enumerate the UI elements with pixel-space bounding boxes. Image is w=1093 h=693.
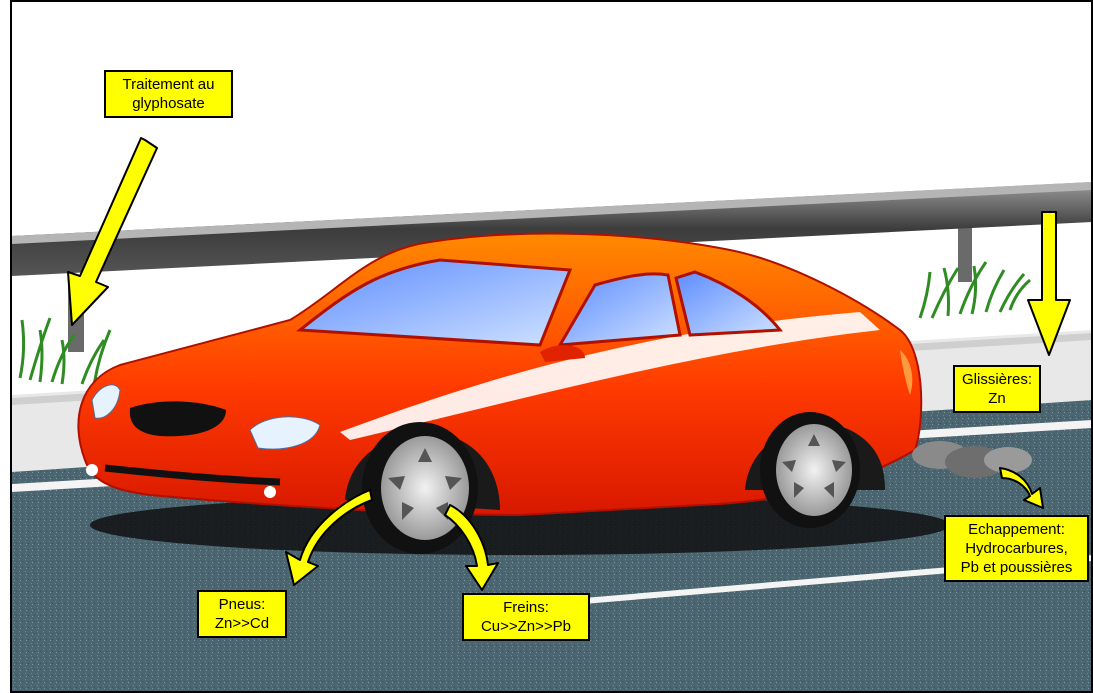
label-pneus: Pneus: Zn>>Cd <box>197 590 287 638</box>
label-glissieres: Glissières: Zn <box>953 365 1041 413</box>
label-echappement-line3: Pb et poussières <box>960 559 1073 576</box>
front-wheel <box>362 422 478 554</box>
car-shadow <box>90 495 950 555</box>
label-glyphosate-line1: Traitement au <box>122 76 215 93</box>
label-glissieres-line2: Zn <box>988 390 1006 407</box>
label-pneus-line1: Pneus: <box>218 596 266 613</box>
rear-wheel <box>760 412 860 528</box>
label-pneus-line2: Zn>>Cd <box>214 615 270 632</box>
exhaust-smoke <box>912 441 1032 478</box>
label-freins: Freins: Cu>>Zn>>Pb <box>462 593 590 641</box>
grass-tuft-right <box>918 261 1031 319</box>
label-glyphosate: Traitement au glyphosate <box>104 70 233 118</box>
frame-border <box>10 0 1093 693</box>
label-freins-line1: Freins: <box>503 599 549 616</box>
label-echappement: Echappement: Hydrocarbures, Pb et poussi… <box>944 515 1089 582</box>
label-echappement-line1: Echappement: <box>968 521 1065 538</box>
guardrail <box>12 182 1092 276</box>
guardrail-post <box>958 212 972 282</box>
glissieres-arrow-icon <box>1027 211 1071 356</box>
label-glissieres-line1: Glissières: <box>961 371 1032 388</box>
glyphosate-arrow-icon <box>67 137 158 326</box>
echappement-arrow-icon <box>999 467 1044 509</box>
pneus-arrow-icon <box>285 489 373 586</box>
label-freins-line2: Cu>>Zn>>Pb <box>480 618 572 635</box>
label-echappement-line2: Hydrocarbures, <box>965 540 1068 557</box>
freins-arrow-icon <box>444 504 499 591</box>
label-glyphosate-line2: glyphosate <box>132 95 205 112</box>
